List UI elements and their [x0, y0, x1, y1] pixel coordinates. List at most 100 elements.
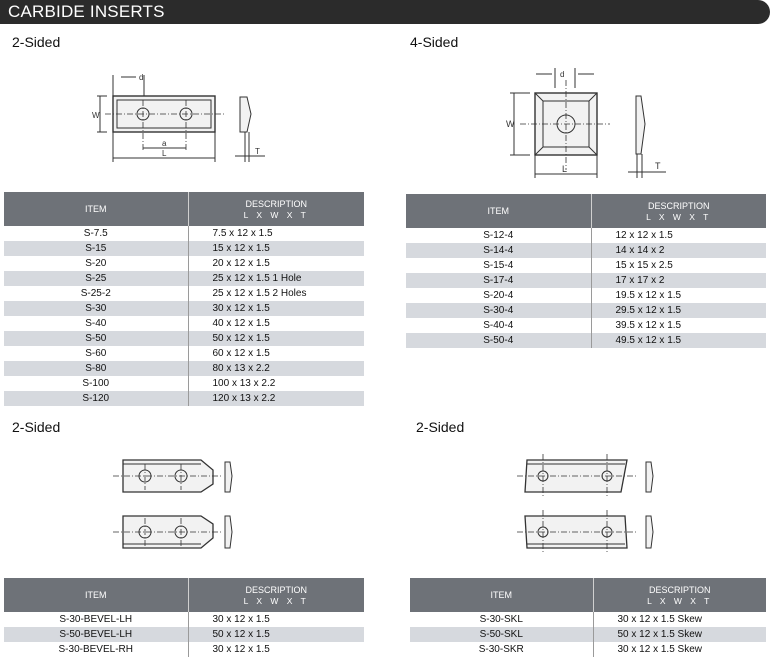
table-row: S-12-4 12 x 12 x 1.5 — [406, 228, 766, 243]
description-cell: 50 x 12 x 1.5 Skew — [592, 627, 766, 642]
dimension-d-label: d — [139, 73, 143, 82]
dimension-a-label: a — [162, 139, 167, 148]
description-cell: 7.5 x 12 x 1.5 — [187, 226, 364, 241]
description-cell: 29.5 x 12 x 1.5 — [590, 303, 766, 318]
description-cell: 50 x 12 x 1.5 — [187, 331, 364, 346]
table-row: S-40-4 39.5 x 12 x 1.5 — [406, 318, 766, 333]
section-title-2-sided: 2-Sided — [12, 34, 61, 50]
description-cell: 15 x 15 x 2.5 — [590, 258, 766, 273]
dimension-t-label: T — [655, 161, 661, 171]
description-cell: 30 x 12 x 1.5 — [187, 301, 364, 316]
item-cell: S-15-4 — [483, 260, 514, 271]
description-cell: 25 x 12 x 1.5 1 Hole — [187, 271, 364, 286]
item-cell: S-50-BEVEL-LH — [4, 627, 188, 642]
column-header-item: ITEM — [410, 578, 593, 612]
section-title-4-sided: 4-Sided — [410, 34, 459, 50]
bevel-insert-diagram — [113, 459, 233, 549]
four-sided-insert-diagram: d W L T — [506, 68, 666, 178]
item-cell: S-80 — [4, 361, 188, 376]
table-row: S-100 100 x 13 x 2.2 — [4, 376, 364, 391]
description-cell: 40 x 12 x 1.5 — [187, 316, 364, 331]
dimension-w-label: W — [92, 111, 100, 120]
table-row: S-30-BEVEL-RH 30 x 12 x 1.5 — [4, 642, 364, 657]
item-cell: S-7.5 — [83, 228, 108, 239]
description-cell: 30 x 12 x 1.5 Skew — [592, 642, 766, 657]
description-cell: 50 x 12 x 1.5 — [187, 627, 364, 642]
dimension-l-label: L — [162, 149, 167, 158]
item-cell: S-30-SKL — [479, 614, 523, 625]
description-cell: 49.5 x 12 x 1.5 — [590, 333, 766, 348]
section-title-2-sided-bevel: 2-Sided — [12, 419, 61, 435]
description-cell: 14 x 14 x 2 — [590, 243, 766, 258]
column-header-item: ITEM — [4, 578, 188, 612]
item-cell: S-30-4 — [406, 303, 591, 318]
table-row: S-15-4 15 x 15 x 2.5 — [406, 258, 766, 273]
dimension-l-label: L — [562, 164, 567, 174]
description-cell: 20 x 12 x 1.5 — [187, 256, 364, 271]
table-row: S-60 60 x 12 x 1.5 — [4, 346, 364, 361]
dimension-t-label: T — [255, 147, 260, 156]
description-cell: 80 x 13 x 2.2 — [187, 361, 364, 376]
item-cell: S-30-SKR — [478, 644, 524, 655]
description-cell: 25 x 12 x 1.5 2 Holes — [187, 286, 364, 301]
description-cell: 30 x 12 x 1.5 — [187, 612, 364, 627]
table-row: S-7.5 7.5 x 12 x 1.5 — [4, 226, 364, 241]
column-header-item: ITEM — [4, 192, 188, 226]
column-header-item: ITEM — [406, 194, 591, 228]
description-cell: 19.5 x 12 x 1.5 — [590, 288, 766, 303]
description-cell: 15 x 12 x 1.5 — [187, 241, 364, 256]
table-row: S-30-SKL 30 x 12 x 1.5 Skew — [410, 612, 766, 627]
description-cell: 30 x 12 x 1.5 Skew — [592, 612, 766, 627]
item-cell: S-12-4 — [483, 230, 514, 241]
page-title: CARBIDE INSERTS — [8, 2, 165, 21]
item-cell: S-25 — [4, 271, 188, 286]
item-cell: S-20-4 — [483, 290, 514, 301]
item-cell: S-20 — [85, 258, 107, 269]
description-cell: 60 x 12 x 1.5 — [187, 346, 364, 361]
item-cell: S-120 — [4, 391, 188, 406]
item-cell: S-40-4 — [483, 320, 514, 331]
item-cell: S-15 — [4, 241, 188, 256]
item-cell: S-100 — [82, 378, 110, 389]
description-cell: 100 x 13 x 2.2 — [187, 376, 364, 391]
item-cell: S-17-4 — [406, 273, 591, 288]
item-cell: S-40 — [85, 318, 107, 329]
item-cell: S-30-BEVEL-LH — [59, 614, 133, 625]
page-header: CARBIDE INSERTS — [0, 0, 770, 24]
item-cell: S-50-SKL — [410, 627, 593, 642]
description-cell: 120 x 13 x 2.2 — [187, 391, 364, 406]
dimension-d-label: d — [560, 70, 564, 79]
description-cell: 12 x 12 x 1.5 — [590, 228, 766, 243]
skew-insert-diagram — [517, 454, 654, 554]
table-row: S-20 20 x 12 x 1.5 — [4, 256, 364, 271]
item-cell: S-50 — [4, 331, 188, 346]
description-cell: 39.5 x 12 x 1.5 — [590, 318, 766, 333]
table-row: S-30-BEVEL-LH 30 x 12 x 1.5 — [4, 612, 364, 627]
table-row: S-20-4 19.5 x 12 x 1.5 — [406, 288, 766, 303]
item-cell: S-14-4 — [406, 243, 591, 258]
item-cell: S-60 — [85, 348, 107, 359]
item-cell: S-50-4 — [406, 333, 591, 348]
table-row: S-40 40 x 12 x 1.5 — [4, 316, 364, 331]
two-sided-insert-diagram: d W a L T — [92, 73, 265, 162]
item-cell: S-30-BEVEL-RH — [58, 644, 133, 655]
description-cell: 30 x 12 x 1.5 — [187, 642, 364, 657]
